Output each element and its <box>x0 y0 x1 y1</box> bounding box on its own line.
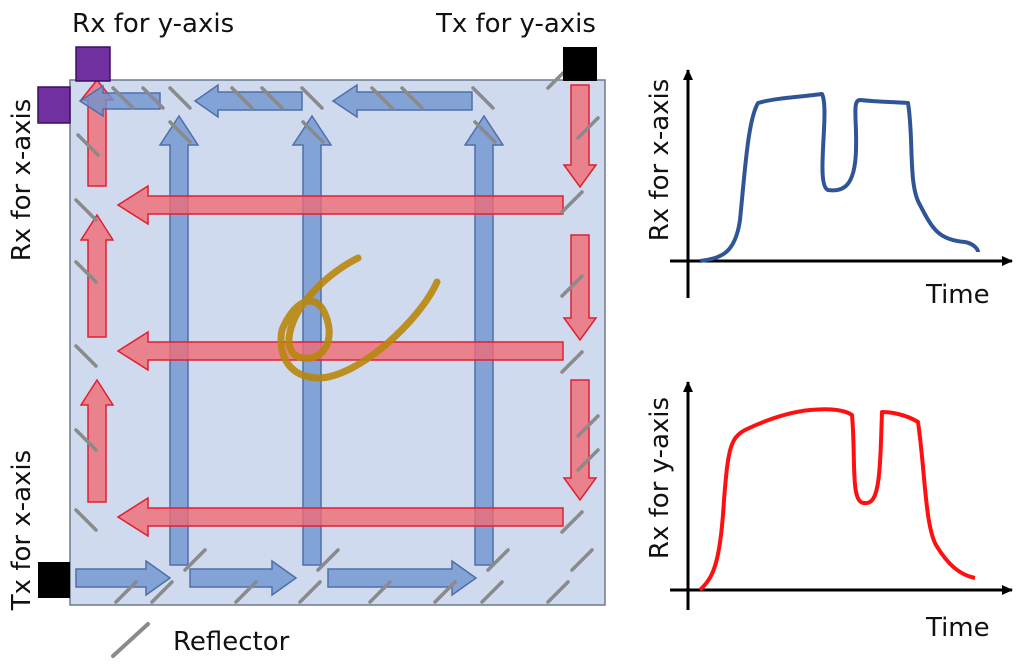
red-arrow-up-2 <box>79 213 115 338</box>
chart-top: Rx for x-axis Time <box>645 69 1013 310</box>
blue-arrow-up-2 <box>291 114 333 566</box>
blue-arrow-left-2 <box>193 83 303 119</box>
red-arrow-left-3 <box>116 496 564 538</box>
blue-arrow-left-1 <box>78 84 161 118</box>
tx-x-label: Tx for x-axis <box>7 450 37 611</box>
blue-arrows-vertical <box>158 114 505 566</box>
blue-arrows-bottom-row <box>75 559 478 597</box>
rx-y-label: Rx for y-axis <box>72 9 234 39</box>
chart-top-xlabel: Time <box>925 280 990 310</box>
touch-stroke <box>277 254 441 382</box>
tx-y-block <box>563 47 597 81</box>
rx-y-block <box>75 46 111 82</box>
blue-arrow-up-1 <box>158 114 200 566</box>
blue-arrow-right-2 <box>189 559 298 597</box>
chart-top-trace <box>699 92 980 263</box>
red-arrow-down-3 <box>562 379 598 502</box>
chart-bottom-xlabel: Time <box>925 613 990 643</box>
red-arrow-left-2 <box>116 330 564 372</box>
blue-arrow-up-3 <box>463 114 505 566</box>
red-arrow-up-3 <box>79 378 115 503</box>
reflectors <box>74 71 600 604</box>
chart-bottom-ylabel: Rx for y-axis <box>645 397 675 559</box>
red-arrow-down-2 <box>562 234 598 342</box>
chart-top-ylabel: Rx for x-axis <box>645 79 675 242</box>
red-arrow-left-1 <box>116 184 564 226</box>
red-arrows-right-column <box>562 84 598 502</box>
reflector-legend-icon <box>111 622 150 658</box>
blue-arrow-right-3 <box>327 559 478 597</box>
blue-arrow-left-3 <box>331 83 473 119</box>
blue-arrows-top-row <box>78 83 473 119</box>
tx-x-block <box>38 562 70 598</box>
reflector-label: Reflector <box>173 627 290 657</box>
blue-arrow-right-1 <box>75 559 172 597</box>
chart-bottom-trace <box>698 407 976 592</box>
rx-x-block <box>37 86 71 124</box>
rx-x-label: Rx for x-axis <box>7 99 37 262</box>
tx-y-label: Tx for y-axis <box>435 9 596 39</box>
red-arrows-horizontal <box>116 184 564 538</box>
chart-bottom: Rx for y-axis Time <box>645 381 1013 643</box>
